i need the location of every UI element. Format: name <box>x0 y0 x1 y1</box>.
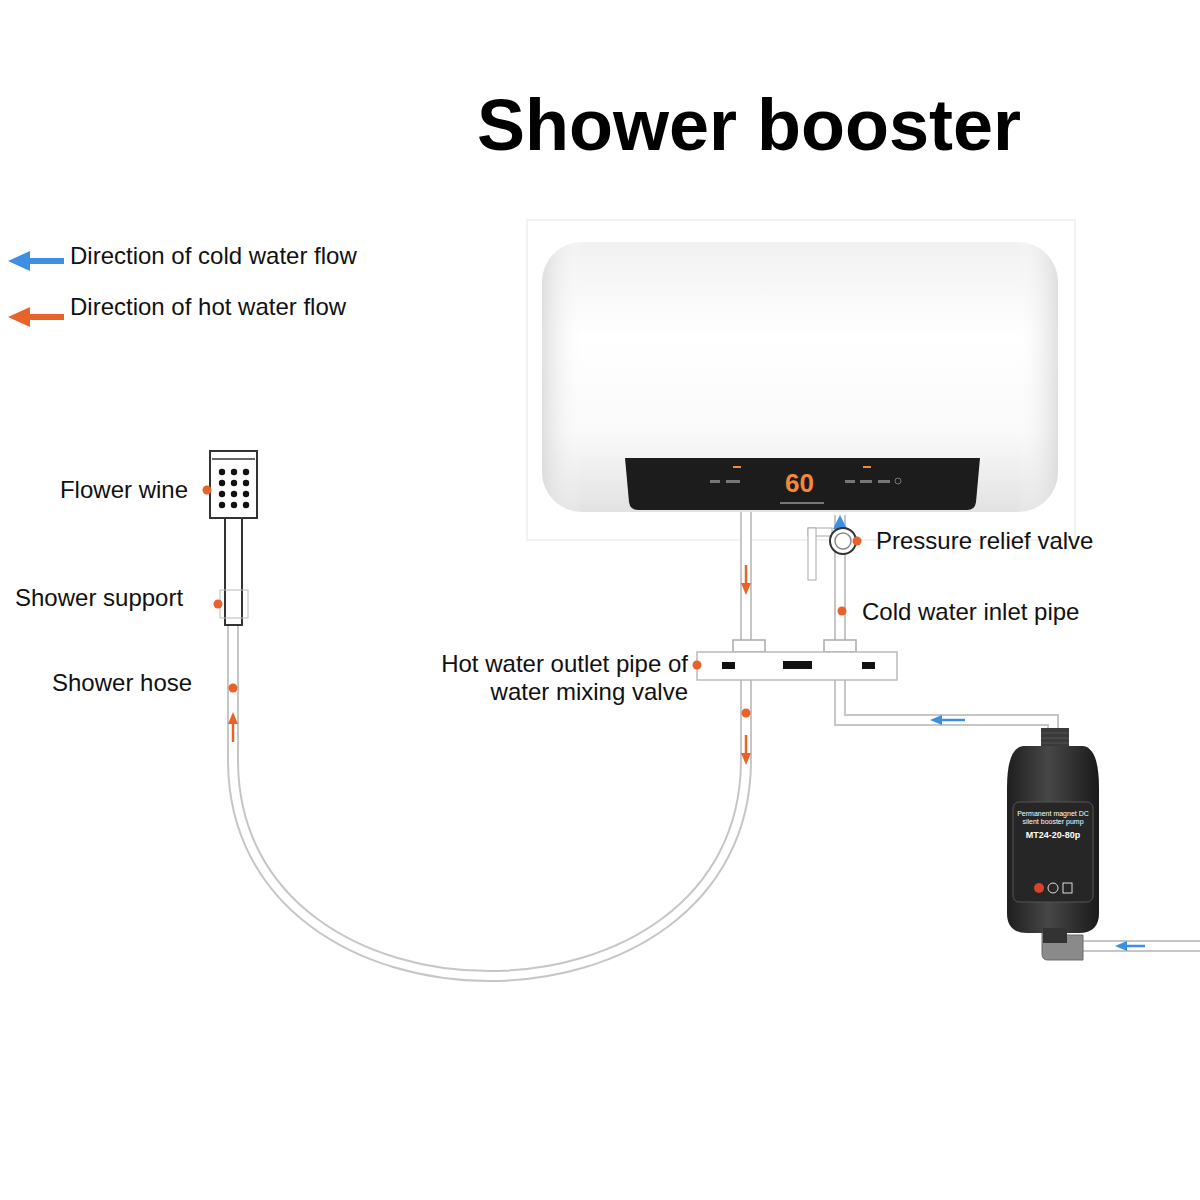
pump-thread <box>1041 733 1069 743</box>
legend-arrow-shape <box>8 251 64 271</box>
heater-frame <box>527 220 1075 540</box>
shower-head <box>210 451 257 625</box>
callout-label-box: Hot water outlet pipe of water mixing va… <box>380 650 688 706</box>
node-text: 60 <box>785 468 845 498</box>
display-panel <box>625 458 980 510</box>
pump-body <box>1007 746 1099 933</box>
diagram-title: Shower booster <box>477 89 1021 161</box>
callout-label-box: Shower hose <box>52 669 192 697</box>
legend-text: Direction of hot water flow <box>70 293 346 321</box>
callout-label: Shower hose <box>52 669 192 697</box>
callout-label-box: Pressure relief valve <box>876 527 1093 555</box>
pump-icon <box>1048 883 1058 893</box>
legend-text: Direction of cold water flow <box>70 242 357 270</box>
hot-flow-arrows <box>228 565 751 765</box>
callout-label-box: Shower support <box>15 584 183 612</box>
callout-label-box: Flower wine <box>20 476 188 504</box>
pump-icon <box>1063 883 1072 893</box>
legend-entry: Direction of cold water flow <box>70 242 357 270</box>
callout-label: Cold water inlet pipe <box>862 598 1079 626</box>
pump-icon <box>1034 883 1044 893</box>
heater-body <box>542 242 1058 512</box>
callout-label-box: Cold water inlet pipe <box>862 598 1079 626</box>
title-box: Shower booster <box>477 89 1021 161</box>
callout-label: Hot water outlet pipe of water mixing va… <box>380 650 688 706</box>
legend-arrow-shape <box>8 307 64 327</box>
pump-inlet <box>1043 928 1067 943</box>
pressure-relief-valve <box>808 528 856 580</box>
panel-icons <box>710 466 901 504</box>
callout-dots <box>203 486 862 718</box>
hot-pipe <box>746 512 747 642</box>
callout-label: Shower support <box>15 584 183 612</box>
pump-plate <box>1013 802 1093 902</box>
mixing-valve <box>697 640 897 680</box>
booster-pump: Permanent magnet DC silent booster pumpM… <box>1003 728 1103 943</box>
callout-label: Pressure relief valve <box>876 527 1093 555</box>
shower-hose <box>233 625 746 976</box>
legend-arrow <box>4 245 68 277</box>
legend-entry: Direction of hot water flow <box>70 293 346 321</box>
node-text: MT24-20-80p <box>1017 830 1089 841</box>
water-heater: 60 <box>540 240 1060 515</box>
cold-flow-arrows <box>930 715 1145 951</box>
pump-outlet <box>1041 728 1069 748</box>
heater-shade <box>542 242 1058 512</box>
legend-arrow <box>4 301 68 333</box>
callout-label: Flower wine <box>20 476 188 504</box>
node-text: Permanent magnet DC silent booster pump <box>1017 810 1089 826</box>
